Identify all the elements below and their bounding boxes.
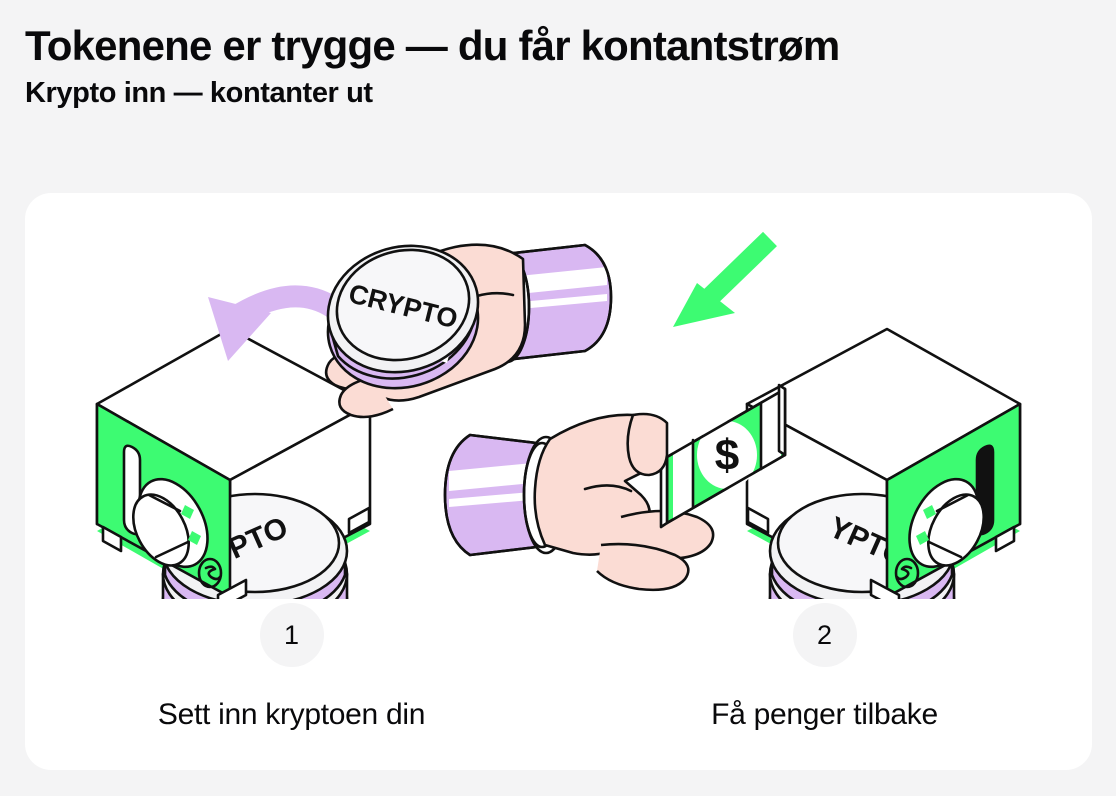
hand-with-cash: $ bbox=[443, 383, 787, 592]
cash-dollar-symbol: $ bbox=[715, 431, 739, 480]
step-1-label: Sett inn kryptoen din bbox=[157, 698, 426, 731]
right-foot-a bbox=[994, 525, 1016, 553]
payout-arrow bbox=[673, 231, 777, 327]
step-2: 2 Få penger tilbake bbox=[558, 603, 1091, 733]
right-hand-thumb bbox=[626, 412, 669, 477]
right-foot-b bbox=[869, 578, 901, 599]
step-1: 1 Sett inn kryptoen din bbox=[25, 603, 558, 733]
right-safe: YPTO bbox=[745, 327, 1022, 599]
step-2-badge: 2 bbox=[792, 603, 857, 667]
held-crypto-coin: CRYPTO bbox=[326, 244, 480, 390]
left-foot-a bbox=[101, 525, 123, 553]
hand-with-coin: CRYPTO bbox=[324, 243, 613, 419]
illustration-svg: .ln { fill:none; stroke:#111; stroke-wid… bbox=[95, 231, 1022, 599]
left-safe-logo bbox=[197, 557, 223, 589]
step-1-badge: 1 bbox=[259, 603, 324, 667]
step-2-label: Få penger tilbake bbox=[711, 698, 938, 731]
steps-card: .ln { fill:none; stroke:#111; stroke-wid… bbox=[25, 193, 1092, 770]
crypto-to-cash-illustration: .ln { fill:none; stroke:#111; stroke-wid… bbox=[25, 199, 1092, 599]
cash-note: $ bbox=[659, 383, 787, 529]
left-foot-b bbox=[216, 578, 248, 599]
page-title: Tokenene er trygge — du får kontantstrøm bbox=[25, 22, 840, 69]
left-hand-finger bbox=[338, 375, 394, 419]
page-subtitle: Krypto inn — kontanter ut bbox=[25, 77, 373, 110]
right-foot-c bbox=[746, 506, 770, 535]
steps-list: 1 Sett inn kryptoen din 2 Få penger tilb… bbox=[25, 603, 1092, 733]
left-safe-dial bbox=[131, 477, 209, 569]
right-hand-finger-2 bbox=[596, 542, 690, 592]
right-safe-logo bbox=[894, 557, 920, 589]
right-safe-dial bbox=[908, 477, 986, 569]
header: Tokenene er trygge — du får kontantstrøm… bbox=[25, 22, 1095, 110]
left-foot-c bbox=[347, 506, 371, 535]
left-safe: YPTO bbox=[95, 327, 372, 599]
